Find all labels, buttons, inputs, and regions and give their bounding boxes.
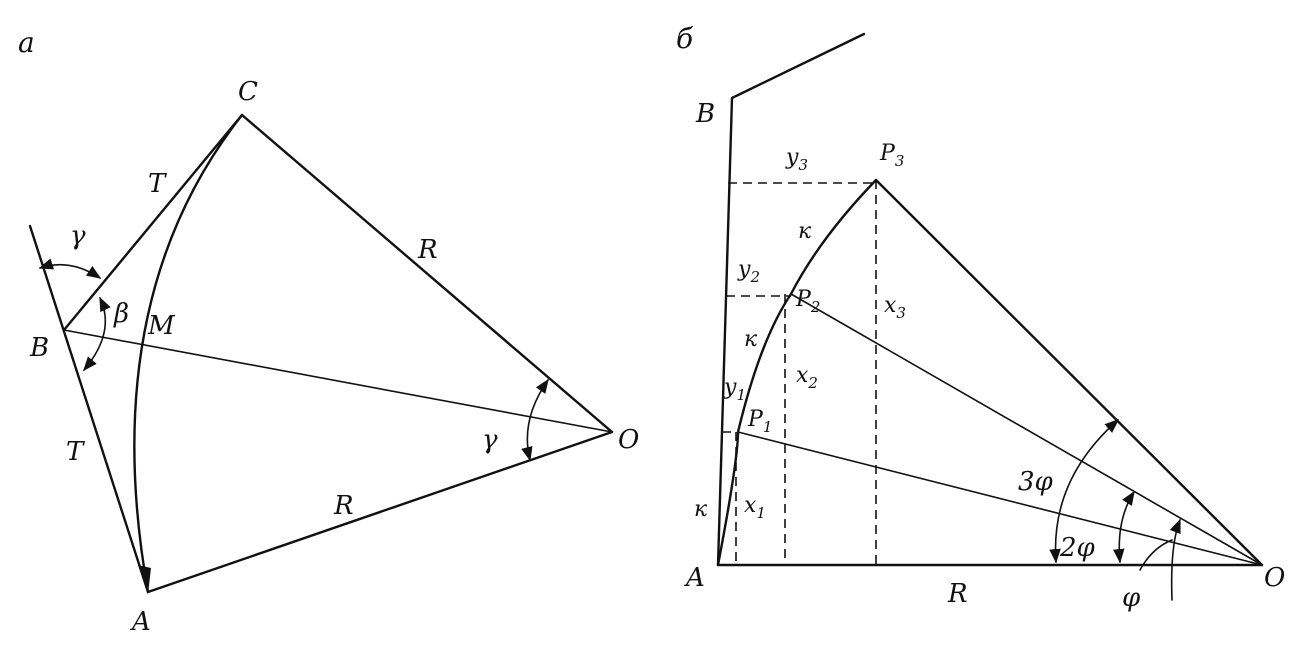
- arc-ca: [133, 113, 244, 594]
- panel-a-label: а: [18, 26, 35, 59]
- x3-label: x3: [884, 293, 906, 322]
- angle-phi-arc-upper: [1169, 518, 1181, 601]
- radius-ao: [146, 430, 614, 594]
- angle-3phi-arc: [1049, 419, 1120, 564]
- point-a-label: A: [130, 607, 151, 637]
- tangent-line-ab: [28, 224, 150, 594]
- chord-label-3: к: [798, 219, 812, 244]
- chord-label-2: к: [744, 327, 758, 352]
- panel-a: а C B A O M T T R R γ β γ: [18, 26, 639, 637]
- segment-r-upper-label: R: [417, 235, 438, 265]
- angle-phi-leader: [1139, 539, 1173, 571]
- angle-phi-label: φ: [1122, 583, 1141, 613]
- angle-2phi-label: 2φ: [1059, 533, 1096, 563]
- chord-label-1: к: [694, 497, 708, 522]
- y3-label: y3: [785, 145, 808, 174]
- point-o-label: O: [618, 425, 639, 455]
- x1-label: x1: [744, 493, 766, 522]
- segment-r-lower-label: R: [333, 491, 354, 521]
- angle-2phi-arc: [1113, 490, 1135, 564]
- panel-b-label: б: [676, 22, 694, 55]
- angle-3phi-label: 3φ: [1018, 467, 1054, 497]
- arc-a-p3: [716, 178, 878, 567]
- bisector-bo: [63, 329, 613, 433]
- point-o-label: O: [1264, 563, 1285, 593]
- angle-beta-label: β: [113, 299, 129, 329]
- point-p1-label: P1: [747, 407, 772, 436]
- y1-label: y1: [723, 375, 746, 404]
- point-c-label: C: [238, 77, 258, 107]
- radius-co: [240, 113, 614, 434]
- point-p3-label: P3: [879, 141, 904, 170]
- angle-gamma-right-label: γ: [482, 425, 498, 455]
- radius-label: R: [947, 579, 968, 609]
- point-b-label: B: [695, 99, 715, 129]
- segment-t-lower-label: T: [66, 437, 85, 467]
- angle-beta-arc: [83, 296, 111, 372]
- radius-p3-o: [874, 178, 1264, 567]
- segment-t-upper-label: T: [148, 169, 167, 199]
- point-a-label: A: [684, 563, 705, 593]
- tangent-line-bc: [62, 113, 244, 332]
- y2-label: y2: [737, 257, 760, 286]
- tangent-line-ab: [716, 32, 866, 567]
- point-p2-label: P2: [795, 287, 820, 316]
- angle-gamma-left-label: γ: [70, 221, 86, 251]
- angle-gamma-right-arc: [521, 378, 549, 462]
- panel-b: б B A O P1 P2 P3 к к к: [676, 22, 1285, 613]
- arc-arrow-head: [138, 565, 151, 594]
- point-b-label: B: [29, 333, 49, 363]
- x2-label: x2: [796, 363, 818, 392]
- point-m-label: M: [147, 311, 176, 341]
- radius-p1-o: [737, 431, 1263, 566]
- radius-p2-o: [790, 293, 1263, 566]
- angle-gamma-left-arc: [38, 258, 102, 279]
